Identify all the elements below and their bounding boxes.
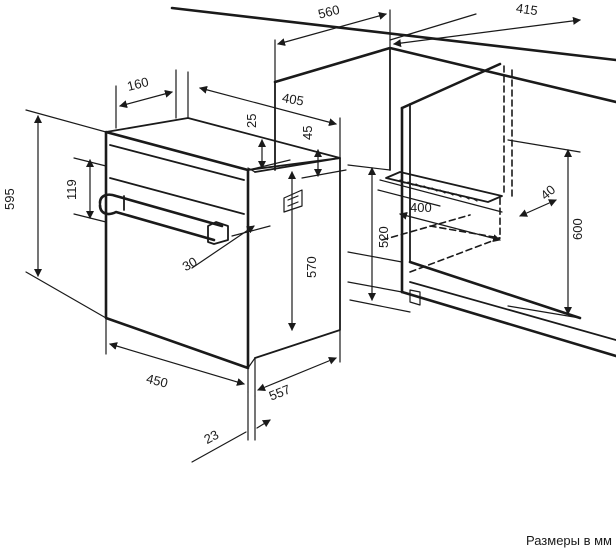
- niche-cabinet: [170, 6, 616, 358]
- dim-119-label: 119: [64, 179, 79, 200]
- niche-top-left: [400, 62, 502, 110]
- dim-520-label: 520: [376, 226, 391, 248]
- vent-opening: [385, 171, 503, 203]
- dim-25-label: 25: [244, 114, 259, 128]
- countertop-top-edge: [170, 6, 616, 62]
- dim-45-ext: [301, 169, 347, 179]
- dim-560-line: [277, 12, 387, 46]
- dim-405-label: 405: [281, 90, 305, 109]
- dim-450-ext: [105, 317, 249, 393]
- niche-plinth-inner: [409, 281, 616, 341]
- floor-line-3: [349, 299, 411, 313]
- door-handle-bar: [98, 193, 224, 228]
- dim-595-ext: [25, 109, 107, 319]
- bracket-slots: [287, 195, 299, 207]
- dim-557-line: [257, 356, 337, 392]
- dim-40-line: [519, 199, 557, 217]
- dim-450-label: 450: [145, 371, 170, 391]
- dim-560-label: 560: [316, 2, 341, 22]
- control-panel-lower: [109, 177, 245, 215]
- dim-23-label: 23: [201, 427, 221, 447]
- niche-plinth: [400, 290, 616, 358]
- dim-405-line: [199, 85, 337, 127]
- cabinet-foot: [409, 289, 421, 306]
- vent-depth-line: [379, 179, 503, 213]
- dim-600-label: 600: [570, 218, 585, 240]
- side-bracket: [283, 189, 303, 213]
- dim-45-label: 45: [300, 126, 315, 140]
- handle-mount-right: [207, 221, 229, 245]
- units-caption: Размеры в мм: [525, 533, 612, 548]
- left-cabinet-bottom: [347, 164, 391, 171]
- dim-450-line: [109, 342, 245, 386]
- countertop-front-edge: [273, 46, 616, 104]
- oven-side-body: [254, 157, 341, 359]
- dim-30-label: 30: [180, 254, 200, 274]
- niche-floor-front: [408, 260, 582, 320]
- dim-405-ext: [187, 71, 341, 159]
- dim-400-ext: [377, 189, 441, 207]
- oven-front-frame: [104, 130, 250, 370]
- oven-frame-depth: [247, 167, 256, 369]
- niche-side-dashed: [429, 225, 501, 239]
- dim-400-label: 400: [410, 200, 432, 215]
- niche-mid-dashed: [381, 214, 471, 241]
- vent-grille-hatch: [399, 179, 478, 202]
- dim-160-line: [119, 89, 173, 109]
- floor-line-1: [347, 251, 403, 263]
- dim-160-label: 160: [125, 74, 150, 94]
- dimension-lines: [25, 9, 581, 463]
- door-handle-bar-lower: [98, 203, 216, 242]
- dim-400-line: [399, 211, 501, 243]
- dim-30-ext: [231, 225, 271, 237]
- dim-560-ext: [274, 9, 391, 83]
- floor-line-2: [347, 281, 403, 293]
- dim-160-ext: [115, 69, 177, 129]
- dim-23-ext: [247, 391, 256, 441]
- dim-40-label: 40: [538, 182, 559, 203]
- dimension-labels: 560 415 160 405 25 45 595 119 40 400 520…: [2, 0, 585, 446]
- oven-top-face: [105, 117, 341, 171]
- dim-23-line: [191, 420, 270, 463]
- dim-415-label: 415: [515, 0, 539, 18]
- dim-415-line: [393, 16, 581, 48]
- dim-595-label: 595: [2, 188, 17, 210]
- dim-557-ext: [254, 329, 341, 397]
- dim-25-ext: [247, 159, 291, 171]
- dim-415-ext: [389, 13, 477, 41]
- dim-570-label: 570: [304, 256, 319, 278]
- control-panel-bottom-edge: [109, 144, 245, 181]
- oven-body: [98, 117, 341, 370]
